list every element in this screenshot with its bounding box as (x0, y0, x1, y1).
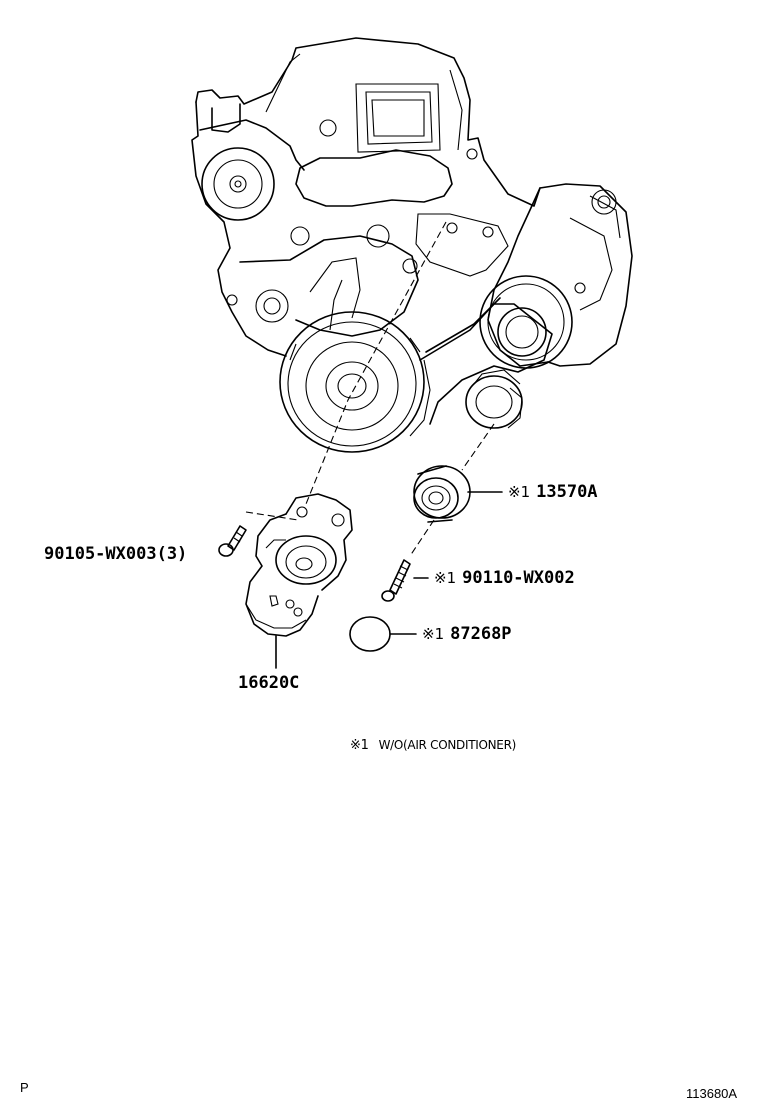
footnote: ※1 W/O(AIR CONDITIONER) (350, 738, 516, 753)
part-label-90110-wx002[interactable]: ※1 90110-WX002 (434, 570, 575, 587)
part-label-13570a[interactable]: ※1 13570A (508, 484, 598, 501)
bolt-leader-dashed (409, 519, 435, 557)
idler-pulley-drawing (413, 465, 503, 523)
bolt-90110-drawing (381, 559, 429, 602)
tensioner-bolt-drawing (218, 525, 247, 557)
page-code: P (20, 1080, 29, 1095)
part-label-90105-wx003[interactable]: 90105-WX003(3) (44, 546, 187, 563)
note-reference-mark: ※1 (434, 569, 457, 587)
tensioner-leader-dashed (305, 221, 447, 505)
cap-87268p-drawing (349, 616, 417, 652)
part-label-87268p[interactable]: ※1 87268P (422, 626, 512, 643)
part-number: 16620C (238, 673, 300, 693)
tensioner-bolt-leader-dashed (245, 511, 299, 521)
idler-leader-dashed (461, 423, 495, 471)
part-label-16620c[interactable]: 16620C (238, 675, 299, 692)
engine-block-drawing (191, 37, 633, 453)
part-number: 90105-WX003(3) (44, 544, 188, 564)
part-number: 87268P (450, 624, 512, 644)
note-reference-mark: ※1 (422, 625, 445, 643)
part-number: 13570A (536, 482, 598, 502)
tensioner-assembly-drawing (245, 493, 353, 669)
illustration-id: 113680A (686, 1086, 738, 1101)
footnote-text: W/O(AIR CONDITIONER) (378, 738, 517, 752)
part-number: 90110-WX002 (462, 568, 575, 588)
note-reference-mark: ※1 (508, 483, 531, 501)
note-reference-mark: ※1 (350, 738, 369, 753)
